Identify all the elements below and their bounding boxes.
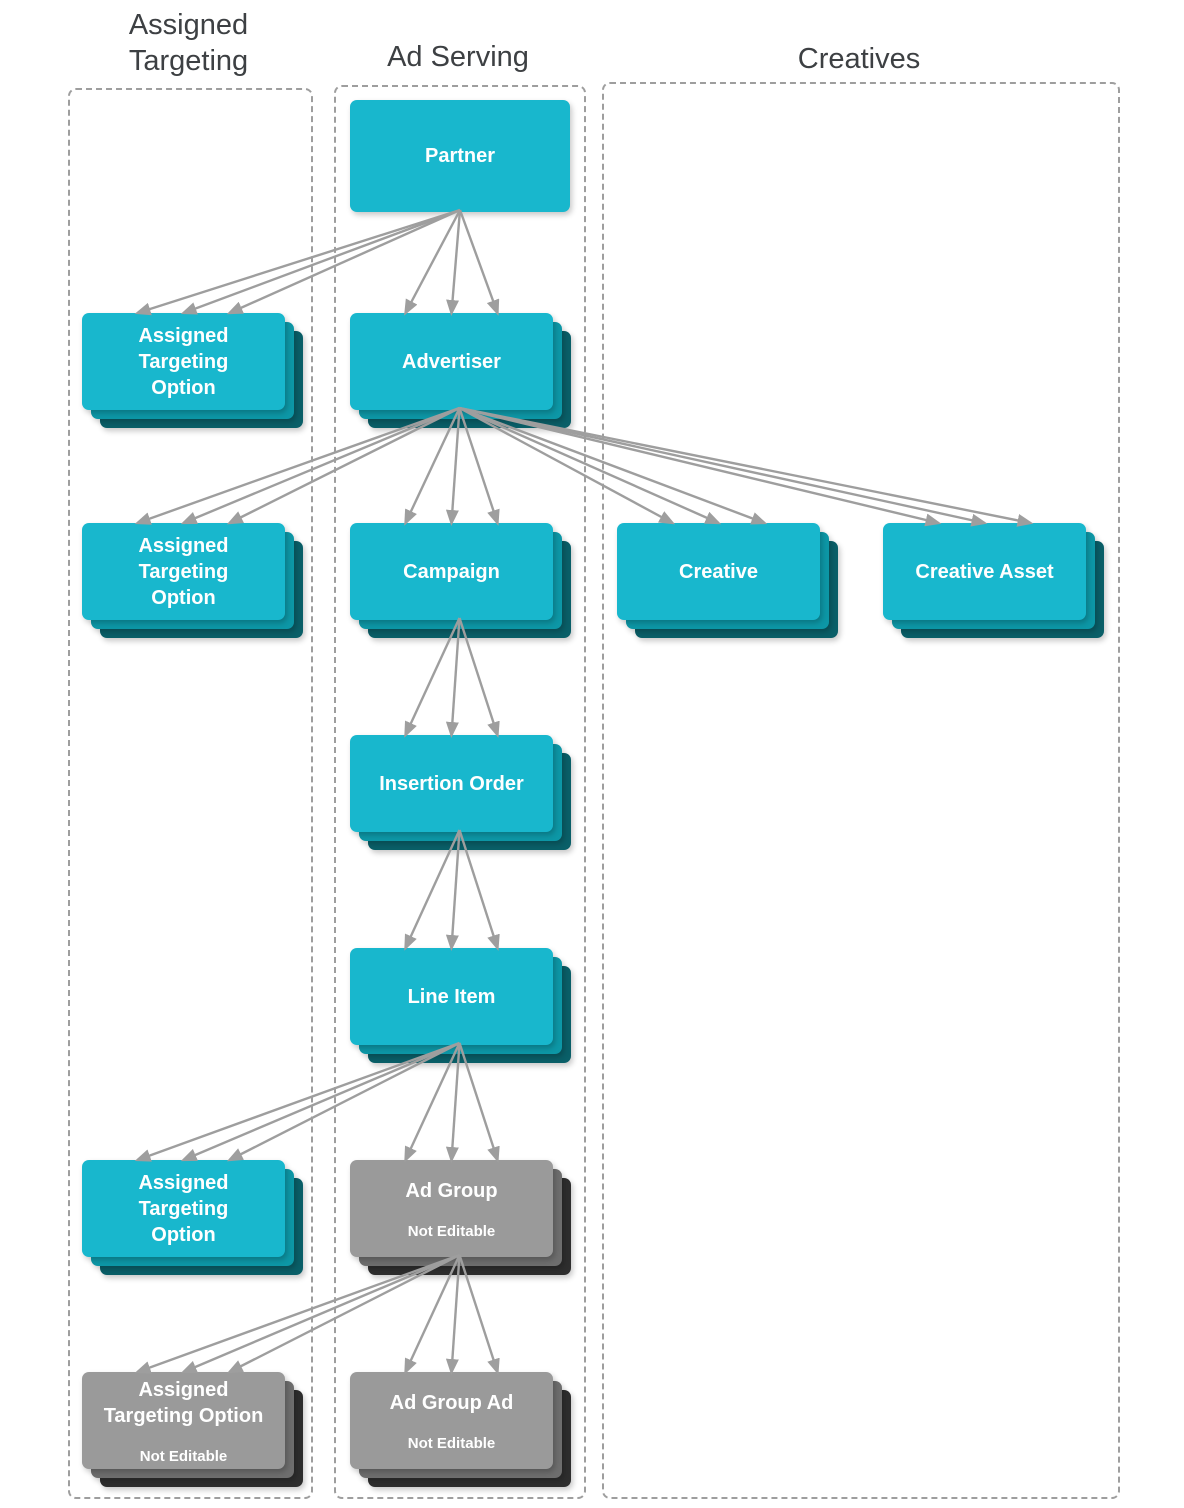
- column-header-ad-serving: Ad Serving: [387, 41, 529, 73]
- node-ad-group-sublabel: Not Editable: [407, 1223, 496, 1240]
- node-assigned-targeting-option-3: Assigned Targeting Option: [82, 1160, 303, 1275]
- node-assigned-targeting-option-1-label: Assigned Targeting Option: [138, 324, 229, 399]
- node-assigned-targeting-option-2: Assigned Targeting Option: [82, 523, 303, 638]
- node-advertiser: Advertiser: [350, 313, 571, 428]
- node-partner: Partner: [350, 100, 570, 212]
- node-insertion-order: Insertion Order: [350, 735, 571, 850]
- column-header-assigned-targeting: Assigned Targeting: [128, 9, 249, 77]
- node-assigned-targeting-option-3-box: Assigned Targeting Option: [82, 1160, 285, 1257]
- node-creative-asset-label: Creative Asset: [915, 560, 1054, 583]
- node-assigned-targeting-option-4-sublabel: Not Editable: [139, 1448, 228, 1465]
- node-insertion-order-label: Insertion Order: [379, 772, 524, 795]
- node-assigned-targeting-option-1: Assigned Targeting Option: [82, 313, 303, 428]
- node-partner-box: Partner: [350, 100, 570, 212]
- node-creative: Creative: [617, 523, 838, 638]
- node-line-item: Line Item: [350, 948, 571, 1063]
- node-insertion-order-box: Insertion Order: [350, 735, 553, 832]
- node-ad-group-ad-label: Ad Group Ad: [389, 1392, 514, 1414]
- node-ad-group-ad-box: Ad Group Ad Not Editable: [350, 1372, 553, 1469]
- node-ad-group-ad: Ad Group Ad Not Editable: [350, 1372, 571, 1487]
- node-ad-group-label: Ad Group: [405, 1180, 498, 1202]
- node-assigned-targeting-option-3-label: Assigned Targeting Option: [138, 1171, 229, 1246]
- node-line-item-label: Line Item: [407, 985, 496, 1008]
- node-assigned-targeting-option-4-label: Assigned Targeting Option: [103, 1379, 264, 1427]
- node-campaign: Campaign: [350, 523, 571, 638]
- node-assigned-targeting-option-1-box: Assigned Targeting Option: [82, 313, 285, 410]
- node-creative-label: Creative: [679, 560, 758, 583]
- node-campaign-label: Campaign: [403, 560, 500, 583]
- column-creatives: [602, 82, 1120, 1499]
- node-line-item-box: Line Item: [350, 948, 553, 1045]
- node-campaign-box: Campaign: [350, 523, 553, 620]
- column-ad-serving: [334, 85, 586, 1499]
- node-assigned-targeting-option-2-label: Assigned Targeting Option: [138, 534, 229, 609]
- column-assigned-targeting: [68, 88, 313, 1499]
- node-creative-box: Creative: [617, 523, 820, 620]
- node-creative-asset: Creative Asset: [883, 523, 1104, 638]
- node-advertiser-label: Advertiser: [402, 350, 501, 373]
- node-advertiser-box: Advertiser: [350, 313, 553, 410]
- node-creative-asset-box: Creative Asset: [883, 523, 1086, 620]
- node-assigned-targeting-option-2-box: Assigned Targeting Option: [82, 523, 285, 620]
- node-ad-group-ad-sublabel: Not Editable: [407, 1435, 496, 1452]
- column-header-creatives: Creatives: [797, 43, 921, 75]
- node-partner-label: Partner: [424, 145, 496, 167]
